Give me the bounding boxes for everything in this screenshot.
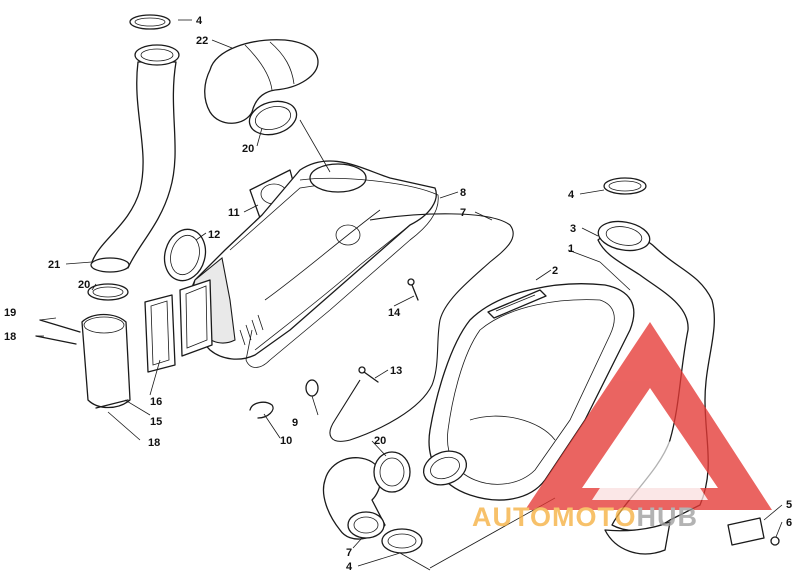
watermark-triangle-icon	[525, 322, 772, 510]
callout-3: 3	[570, 223, 576, 235]
cover-1	[422, 283, 635, 501]
watermark-text-auto: AUTO	[472, 502, 552, 532]
clamp-20-left	[87, 283, 129, 301]
grommet-10	[305, 379, 319, 397]
elbow-7	[322, 457, 386, 540]
callout-20-left: 20	[78, 279, 90, 291]
callout-5: 5	[786, 499, 792, 511]
callout-8: 7	[460, 207, 466, 219]
seal-9	[245, 178, 439, 368]
intake-tube	[90, 44, 180, 273]
callout-12: 11	[228, 207, 240, 219]
callout-10: 9	[292, 417, 298, 429]
clamp-20-upper	[248, 100, 298, 136]
callout-1: 1	[568, 243, 574, 255]
callout-17: 16	[150, 396, 162, 408]
frame-16	[144, 294, 176, 373]
callout-18-lower: 18	[148, 437, 160, 449]
outlet-18	[81, 313, 131, 409]
screw-18-lower	[95, 399, 129, 409]
callout-11: 10	[280, 435, 292, 447]
clip-11	[249, 401, 274, 419]
callout-13: 12	[208, 229, 220, 241]
callout-16: 15	[150, 416, 162, 428]
callout-4-top: 4	[196, 15, 203, 27]
callout-21: 21	[48, 259, 60, 271]
clamp-20-lower	[373, 451, 411, 493]
watermark-text-hub: HUB	[637, 502, 699, 532]
watermark-logo: AUTOMOTOHUB	[472, 322, 772, 532]
main-housing	[189, 160, 437, 360]
callout-4-bottom: 4	[346, 561, 353, 573]
callout-item-7: 7	[346, 547, 352, 559]
label-2	[487, 289, 547, 319]
callout-20-lower: 20	[374, 435, 386, 447]
callout-2: 2	[552, 265, 558, 277]
bolt-15	[407, 278, 419, 301]
callout-6: 6	[786, 517, 792, 529]
bolt-14	[358, 366, 379, 383]
callout-labels: 4 22 20 11 12 21 20 19 18 16 15 18 10 9 …	[4, 15, 792, 573]
callout-4-right: 4	[568, 189, 575, 201]
callout-22: 22	[196, 35, 208, 47]
elbow-duct	[204, 39, 319, 124]
callout-20-upper: 20	[242, 143, 254, 155]
callout-19: 19	[4, 307, 16, 319]
bracket-17	[179, 279, 213, 357]
ring-13	[163, 228, 207, 282]
clamp-5-6-right	[727, 517, 780, 546]
callout-9: 8	[460, 187, 466, 199]
svg-text:AUTOMOTOHUB: AUTOMOTOHUB	[472, 502, 698, 532]
watermark-text-moto: MOTO	[552, 502, 637, 532]
clamp-4-bottom	[381, 528, 423, 554]
clamp-4-right	[603, 177, 647, 195]
callout-15: 14	[388, 307, 401, 319]
callout-18-upper: 18	[4, 331, 16, 343]
clamp-top-left	[129, 14, 171, 30]
screws-19	[35, 319, 81, 345]
outlet-tube-3	[597, 220, 715, 555]
callout-14: 13	[390, 365, 402, 377]
gasket-8	[329, 213, 514, 442]
